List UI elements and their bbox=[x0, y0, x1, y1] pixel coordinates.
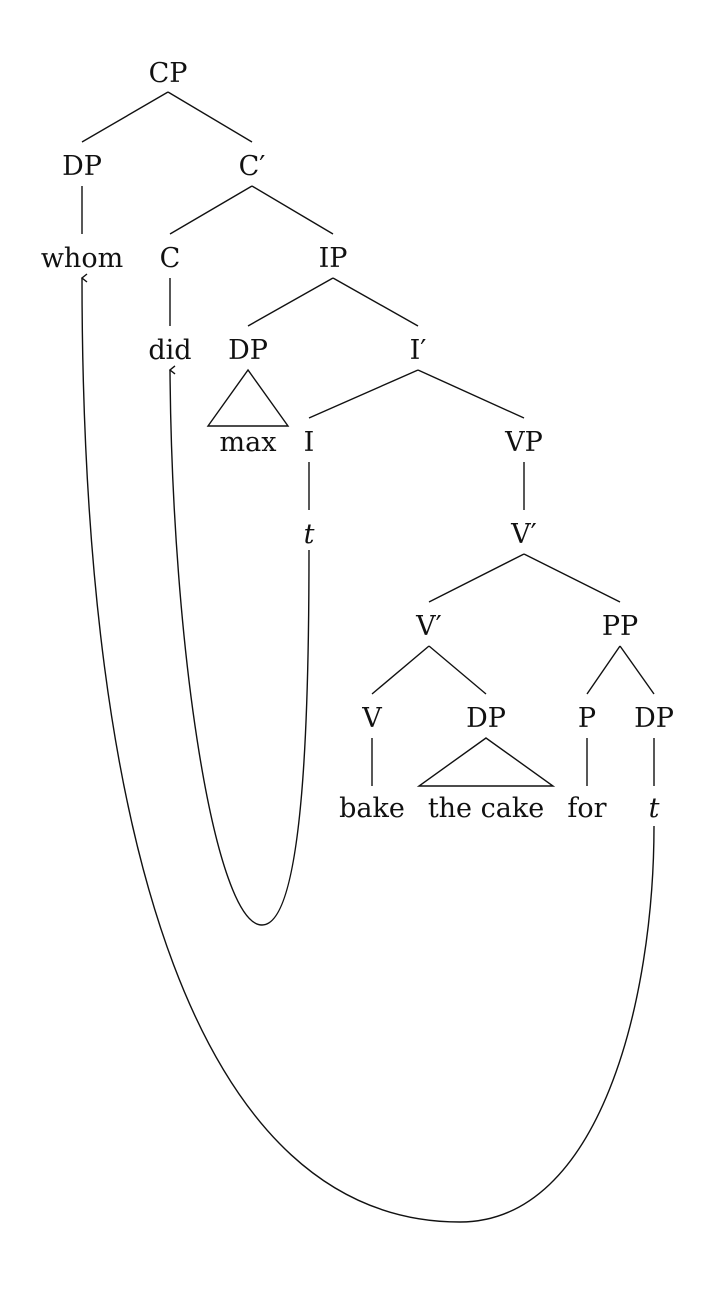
triangle-max bbox=[206, 368, 290, 427]
edge-cbar-c bbox=[169, 185, 253, 235]
tree-edges bbox=[81, 91, 655, 786]
node-v-bar-upper: V′ bbox=[510, 519, 537, 550]
edge-ibar-vp bbox=[417, 369, 525, 419]
node-v-bar-lower: V′ bbox=[415, 611, 442, 642]
trace-dp: t bbox=[649, 793, 660, 824]
trace-i: t bbox=[304, 519, 315, 550]
edge-ibar-i bbox=[308, 369, 419, 419]
node-i: I bbox=[304, 427, 315, 458]
edge-cp-dp bbox=[81, 91, 169, 143]
word-did: did bbox=[148, 335, 191, 366]
node-v: V bbox=[361, 703, 382, 734]
node-pp: PP bbox=[602, 611, 638, 642]
node-i-bar: I′ bbox=[410, 335, 427, 366]
node-dp-spec: DP bbox=[62, 151, 102, 182]
node-dp-subject: DP bbox=[228, 335, 268, 366]
node-cp: CP bbox=[149, 58, 188, 89]
movement-arrow-t-to-whom bbox=[82, 278, 655, 1223]
word-whom: whom bbox=[41, 243, 123, 274]
movement-arrow-t-to-did bbox=[170, 370, 310, 926]
node-p: P bbox=[578, 703, 596, 734]
tree-labels: CP DP C′ whom C IP did DP I′ max I VP t … bbox=[41, 58, 674, 824]
node-dp-object: DP bbox=[466, 703, 506, 734]
edge-ip-dp bbox=[247, 277, 334, 327]
edge-ip-ibar bbox=[332, 277, 419, 327]
edge-pp-p bbox=[586, 645, 621, 695]
edge-vbar-dp bbox=[428, 645, 487, 695]
node-c-bar: C′ bbox=[239, 151, 266, 182]
edge-cbar-ip bbox=[251, 185, 334, 235]
node-c: C bbox=[160, 243, 181, 274]
word-max: max bbox=[220, 427, 277, 458]
node-ip: IP bbox=[319, 243, 348, 274]
phrase-the-cake: the cake bbox=[428, 793, 544, 824]
edge-cp-cbar bbox=[167, 91, 253, 143]
node-vp: VP bbox=[504, 427, 543, 458]
node-dp-pobject: DP bbox=[634, 703, 674, 734]
edge-vbar-pp bbox=[523, 553, 621, 603]
triangle-the-cake bbox=[416, 737, 556, 787]
edge-pp-dp bbox=[619, 645, 655, 695]
edge-vbar-v bbox=[371, 645, 430, 695]
edge-vbar-vbar bbox=[428, 553, 525, 603]
word-bake: bake bbox=[339, 793, 405, 824]
word-for: for bbox=[567, 793, 606, 824]
